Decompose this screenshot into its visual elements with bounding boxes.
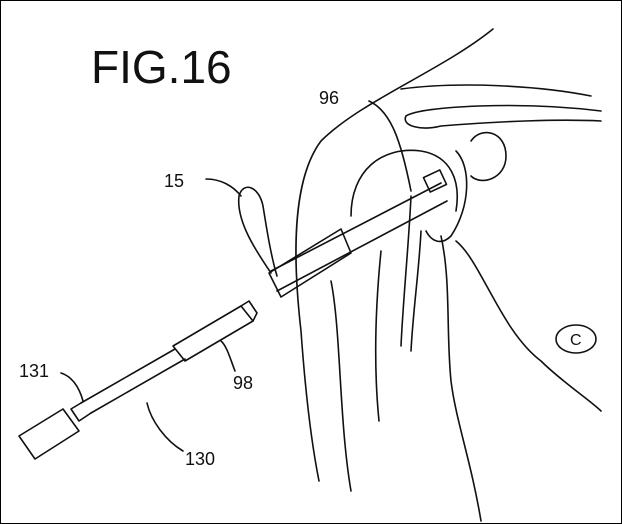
instrument-130 [18, 300, 258, 460]
label-130: 130 [185, 449, 215, 469]
instrument-rod [268, 169, 448, 298]
label-96: 96 [319, 88, 339, 108]
label-c: C [570, 332, 582, 349]
circle-c [555, 324, 597, 354]
figure-title: FIG.16 [91, 41, 232, 93]
label-15: 15 [164, 171, 184, 191]
leader-96 [368, 100, 412, 192]
label-131: 131 [19, 361, 49, 381]
label-98: 98 [233, 373, 253, 393]
shoulder-anatomy [295, 28, 602, 522]
suture-loop [205, 178, 278, 277]
